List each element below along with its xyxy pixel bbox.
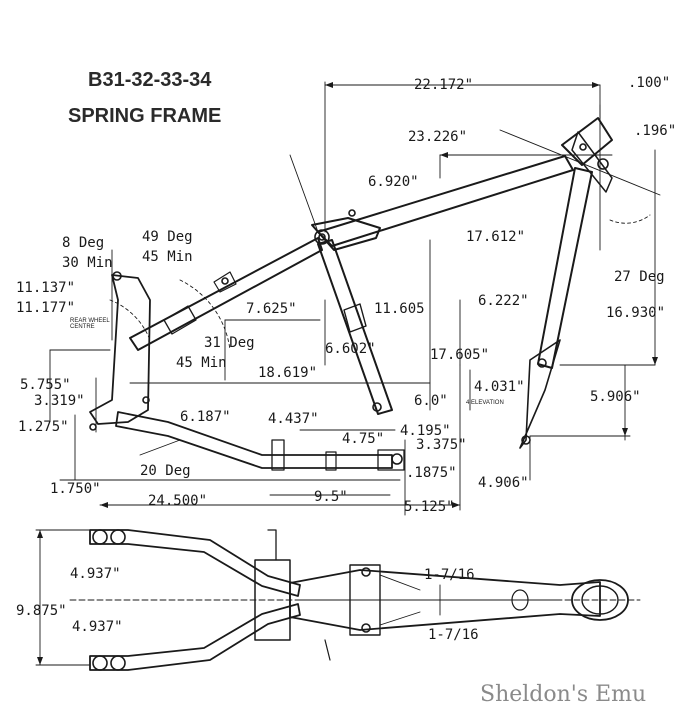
dim-mid-b: 4.437" (268, 411, 319, 427)
dim-head-offset: .196" (634, 123, 677, 139)
dim-top-rail: 23.226" (408, 129, 468, 145)
side-view-frame (89, 117, 613, 471)
dim-mid-a: 6.187" (180, 409, 231, 425)
rear-subframe (89, 274, 151, 425)
dim-bottom-b: 24.500" (148, 493, 208, 509)
dim-seat-pos: 7.625" (246, 301, 297, 317)
angle-a-minutes: 30 Min (62, 255, 113, 271)
angle-c-minutes: 45 Min (176, 355, 227, 371)
dim-down-height: 17.605" (430, 347, 490, 363)
dim-rear-h2: 11.177" (16, 300, 76, 316)
dim-down-offset: 6.222" (478, 293, 529, 309)
dim-mid-d: 4.75" (342, 431, 385, 447)
plan-dimension-lines (35, 529, 641, 666)
note-rear-wheel: REAR WHEEL CENTRE (70, 318, 110, 330)
plan-lower-rear-leg (89, 603, 301, 671)
dim-front-height: 17.612" (466, 229, 526, 245)
dim-head-down: 16.930" (606, 305, 666, 321)
dim-plan-tube-bottom: 1-7/16 (428, 627, 479, 643)
dim-top-length: 22.172" (414, 77, 474, 93)
dim-plan-tube-top: 1-7/16 (424, 567, 475, 583)
dim-mid-g: .1875" (406, 465, 457, 481)
dim-bottom-d: 5.125" (404, 499, 455, 515)
angle-bottom: 20 Deg (140, 463, 191, 479)
steering-head (561, 117, 613, 166)
plan-cross-brace (254, 559, 291, 641)
dim-bottom-e: 4.906" (478, 475, 529, 491)
watermark: Sheldon's Emu (480, 682, 647, 707)
dim-bottom-c: 9.5" (314, 489, 348, 505)
angle-b: 49 Deg (142, 229, 193, 245)
dim-mid-f: 3.375" (416, 437, 467, 453)
arrow-heads (37, 82, 658, 665)
front-down-tube (537, 167, 593, 369)
dim-mid-e: 4.195" (400, 423, 451, 439)
dim-mid-c: 6.0" (414, 393, 448, 409)
dim-bottom-a: 1.750" (50, 481, 101, 497)
plan-rails (289, 569, 601, 631)
dim-rear-v3: 1.275" (18, 419, 69, 435)
dim-plan-half-bottom: 4.937" (72, 619, 123, 635)
dim-rear-diag: 18.619" (258, 365, 318, 381)
head-lug (571, 131, 613, 193)
note-small: 4 ELEVATION (466, 400, 504, 406)
dim-plan-half-top: 4.937" (70, 566, 121, 582)
seat-lug (311, 217, 381, 251)
seat-tube (317, 239, 393, 415)
top-tube (317, 155, 574, 247)
dim-head-angle: 27 Deg (614, 269, 665, 285)
angle-a: 8 Deg (62, 235, 105, 251)
dim-lower-down: 4.031" (474, 379, 525, 395)
dim-seat-height: 11.605 (374, 301, 425, 317)
drawing-model-title: B31-32-33-34 (88, 69, 212, 91)
angle-b-minutes: 45 Min (142, 249, 193, 265)
dim-upper-rail: 6.920" (368, 174, 419, 190)
dim-plan-total: 9.875" (16, 603, 67, 619)
dimension-lines (49, 81, 661, 516)
engine-plate-front (519, 339, 561, 449)
plan-upper-rear-leg (89, 529, 301, 597)
upper-rear-stay (129, 237, 323, 351)
dim-rear-v: 5.755" (20, 377, 71, 393)
dim-rear-v2: 3.319" (34, 393, 85, 409)
bottom-rail (115, 411, 393, 469)
dim-rear-h1: 11.137" (16, 280, 76, 296)
dim-seat-base: 6.602" (325, 341, 376, 357)
drawing-subtitle: SPRING FRAME (68, 105, 222, 127)
dim-lower-height: 5.906" (590, 389, 641, 405)
plan-view-frame (89, 529, 629, 671)
angle-c: 31 Deg (204, 335, 255, 351)
dim-top-offset: .100" (628, 75, 671, 91)
